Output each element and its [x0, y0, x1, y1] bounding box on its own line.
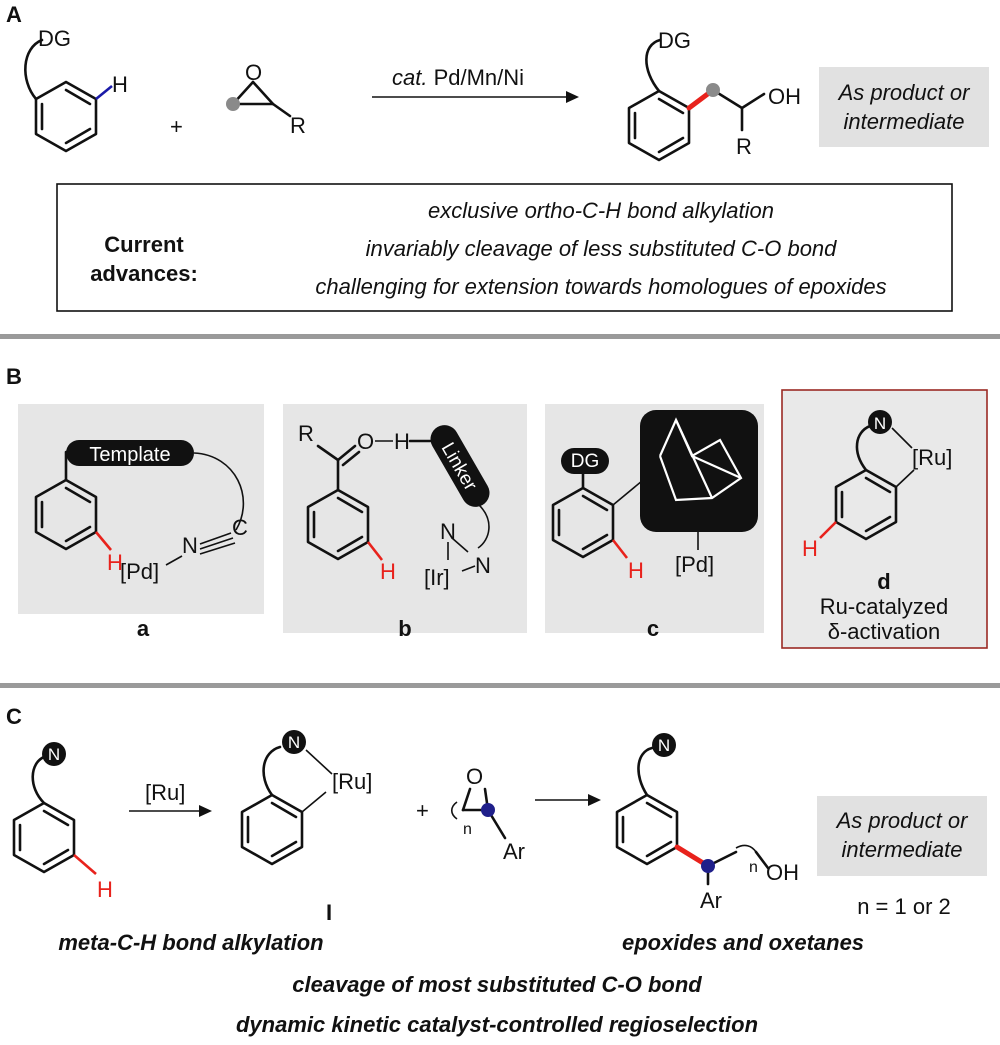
advance-point-3: challenging for extension towards homolo…: [315, 274, 886, 299]
catalyst-label: cat. Pd/Mn/Ni: [392, 65, 524, 90]
arene-dg-substrate: [24, 38, 113, 153]
int-n-label: N: [288, 733, 300, 752]
meta-alkylation-caption: meta-C-H bond alkylation: [58, 930, 323, 955]
intermediate-label: I: [326, 900, 332, 925]
plus-sign: +: [170, 114, 183, 139]
linker-r-label: R: [298, 421, 314, 446]
epoxide-r-label: R: [290, 113, 306, 138]
prod-ar-label: Ar: [700, 888, 722, 913]
product-a-structure: [627, 38, 766, 162]
ru-caption-2: δ-activation: [828, 619, 941, 644]
linker-n2-label: N: [475, 553, 491, 578]
blue-dot: [701, 859, 715, 873]
blue-dot: [481, 803, 495, 817]
gray-dot: [706, 83, 720, 97]
template-label: Template: [89, 444, 170, 466]
norbornene-strategy-structure: [551, 410, 758, 559]
panel-label-c: C: [6, 704, 22, 729]
box-template-a: [18, 404, 264, 614]
panel-label-b: B: [6, 364, 22, 389]
cleavage-caption: cleavage of most substituted C-O bond: [292, 972, 702, 997]
n-subscript: n: [463, 821, 472, 838]
ru-caption-1: Ru-catalyzed: [820, 594, 948, 619]
n-ligand-dot: [868, 410, 892, 434]
int-ru-label: [Ru]: [332, 769, 372, 794]
n-range-label: n = 1 or 2: [857, 894, 951, 919]
prod-n-label: N: [658, 736, 670, 755]
product-oh-label: OH: [768, 84, 801, 109]
n-ligand-dot: [42, 742, 66, 766]
template-strategy-structure: [34, 440, 245, 566]
section-divider-2: [0, 683, 1000, 688]
section-divider-1: [0, 334, 1000, 339]
product-note-line2: intermediate: [843, 109, 964, 134]
dg-label: DG: [38, 26, 71, 51]
product-dg-label: DG: [658, 28, 691, 53]
box-linker-b: [283, 404, 527, 633]
product-note-line1: As product or: [835, 808, 970, 833]
linker-h-label: H: [380, 559, 396, 584]
prod-n-subscript: n: [749, 859, 758, 876]
template-h-label: H: [107, 550, 123, 575]
advances-title-2: advances:: [90, 261, 198, 286]
template-n-label: N: [182, 533, 198, 558]
oxygen-label: O: [466, 764, 483, 789]
ruthenacycle-intermediate: [240, 730, 333, 866]
n-ligand-dot: [282, 730, 306, 754]
ru-label: [Ru]: [912, 445, 952, 470]
template-pill: [66, 440, 194, 466]
product-note-line2: intermediate: [841, 837, 962, 862]
panel-label-a: A: [6, 2, 22, 27]
template-c-label: C: [232, 515, 248, 540]
advance-point-2: invariably cleavage of less substituted …: [366, 236, 838, 261]
epoxide-oxetane-reagent: [450, 787, 507, 840]
product-note-box: [819, 67, 989, 147]
n-ligand-dot: [652, 733, 676, 757]
regioselection-caption: dynamic kinetic catalyst-controlled regi…: [236, 1012, 758, 1037]
template-pd-label: [Pd]: [120, 559, 159, 584]
product-note-line1: As product or: [837, 80, 972, 105]
linker-pill: [430, 425, 490, 507]
product-note-box: [817, 796, 987, 876]
advance-point-1: exclusive ortho-C-H bond alkylation: [428, 198, 774, 223]
prod-oh-label: OH: [766, 860, 799, 885]
ru-activation-structure: [819, 410, 915, 541]
linker-h-top-label: H: [394, 429, 410, 454]
box-label-d: d: [877, 569, 890, 594]
reaction-arrow-head: [566, 91, 579, 103]
product-r-label: R: [736, 134, 752, 159]
linker-n1-label: N: [440, 519, 456, 544]
current-advances-box: [56, 183, 953, 312]
arene-n-substrate: [12, 742, 97, 875]
epoxide-o-label: O: [245, 60, 262, 85]
box-label-a: a: [137, 616, 150, 641]
h-label: H: [112, 72, 128, 97]
linker-ir-label: [Ir]: [424, 565, 450, 590]
advances-title-1: Current: [104, 232, 184, 257]
start-h-label: H: [97, 877, 113, 902]
arrow-ru-label: [Ru]: [145, 780, 185, 805]
plus-sign: +: [416, 798, 429, 823]
norbornene-dg-label: DG: [571, 451, 600, 472]
norbornene-h-label: H: [628, 558, 644, 583]
reaction-arrow-head: [588, 794, 601, 806]
dg-pill: [561, 448, 609, 474]
norbornene-pd-label: [Pd]: [675, 552, 714, 577]
box-label-b: b: [398, 616, 411, 641]
linker-o-label: O: [357, 429, 374, 454]
aryl-label: Ar: [503, 839, 525, 864]
product-c-structure: [615, 733, 770, 886]
start-n-label: N: [48, 745, 60, 764]
ru-n-label: N: [874, 414, 886, 433]
box-label-c: c: [647, 616, 659, 641]
gray-dot: [226, 97, 240, 111]
ru-h-label: H: [802, 536, 818, 561]
epoxides-oxetanes-caption: epoxides and oxetanes: [622, 930, 864, 955]
epoxide-reagent: [226, 80, 292, 118]
reaction-arrow-head: [199, 805, 212, 817]
